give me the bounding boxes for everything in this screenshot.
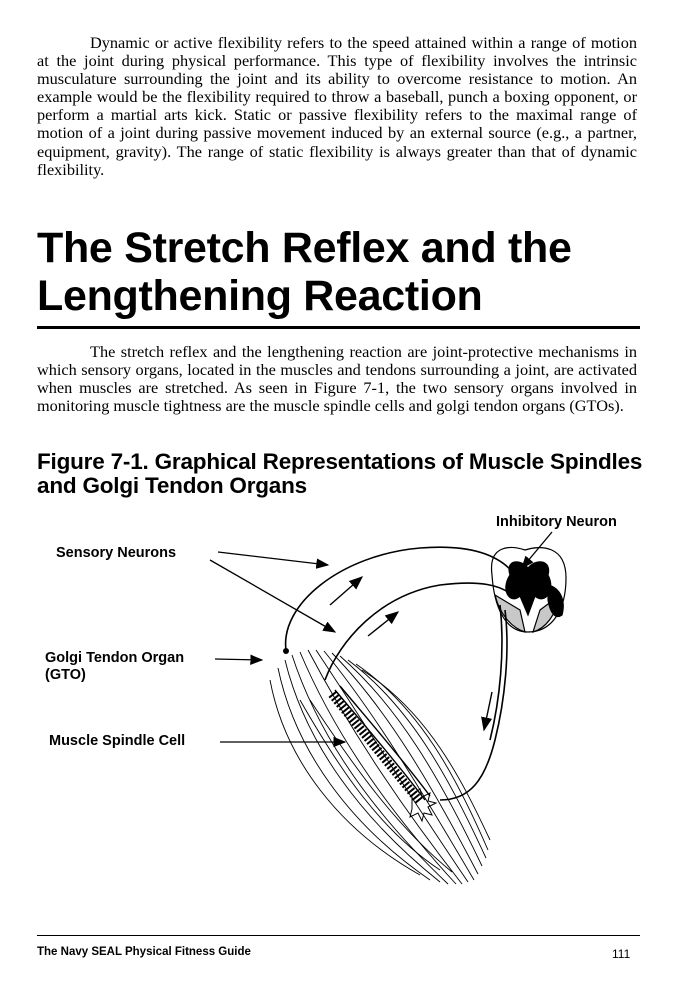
muscle-spindle-label: Muscle Spindle Cell	[49, 733, 186, 749]
section-heading: The Stretch Reflex and the Lengthening R…	[37, 224, 572, 320]
spindle-end-ending	[409, 788, 438, 823]
footer-rule	[37, 935, 640, 936]
gto-label-line1: Golgi Tendon Organ	[45, 650, 185, 666]
gto-label-line2: (GTO)	[45, 667, 86, 683]
inhibitory-neuron-label: Inhibitory Neuron	[496, 514, 617, 530]
section-body-paragraph: The stretch reflex and the lengthening r…	[37, 342, 637, 416]
figure-title: Figure 7-1. Graphical Representations of…	[37, 449, 643, 498]
footer-book-title: The Navy SEAL Physical Fitness Guide	[37, 946, 251, 958]
direction-arrows	[329, 576, 493, 732]
muscle-fibers	[269, 649, 491, 885]
neuron-paths	[284, 546, 516, 801]
muscle-spindle-cell	[328, 685, 431, 805]
gto-receptor-dot	[283, 648, 289, 654]
page-number: 111	[612, 947, 631, 961]
gto-label: Golgi Tendon Organ (GTO)	[45, 650, 184, 684]
intro-paragraph: Dynamic or active flexibility refers to …	[37, 33, 637, 179]
heading-rule	[37, 326, 640, 329]
sensory-neurons-label: Sensory Neurons	[56, 545, 177, 561]
label-leader-lines	[209, 531, 553, 748]
